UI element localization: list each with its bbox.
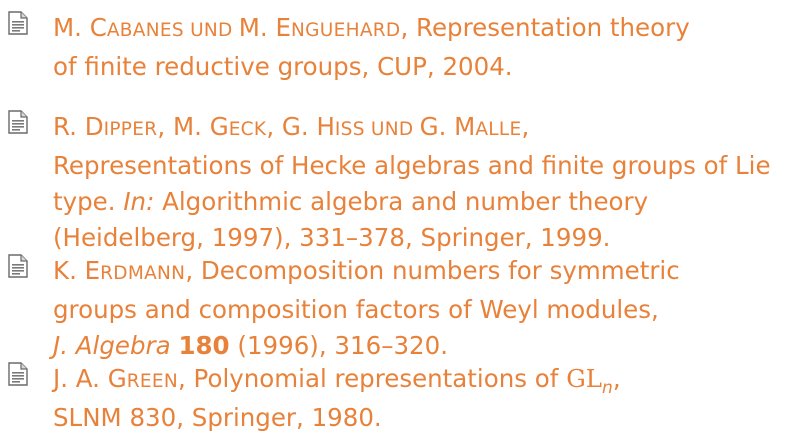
article-icon [8,110,28,134]
bib-line: groups and composition factors of Weyl m… [53,295,659,324]
bib-line: K. ERDMANN, Decomposition numbers for sy… [53,256,680,285]
bib-line: of finite reductive groups, CUP, 2004. [53,52,513,81]
bib-line: type. In: Algorithmic algebra and number… [53,187,649,216]
bib-entry-text: R. DIPPER, M. GECK, G. HISS UND G. MALLE… [53,109,808,256]
gl-symbol: GL [566,364,603,393]
volume-number: 180 [178,331,230,360]
article-icon [8,254,28,278]
bib-line: (Heidelberg, 1997), 331–378, Springer, 1… [53,223,611,252]
bib-line: J. A. GREEN, Polynomial representations … [53,364,621,398]
author-name: J. A. GREEN [53,364,178,393]
author-name: R. DIPPER, M. GECK, G. HISS UND G. MALLE [53,112,522,141]
bib-line: R. DIPPER, M. GECK, G. HISS UND G. MALLE… [53,112,530,141]
bib-line: SLNM 830, Springer, 1980. [53,403,382,432]
article-icon [8,362,28,386]
bib-entry-text: K. ERDMANN, Decomposition numbers for sy… [53,253,808,364]
bib-entry-text: M. CABANES UND M. ENGUEHARD, Representat… [53,10,808,85]
bib-line: J. Algebra 180 (1996), 316–320. [53,331,448,360]
article-icon [8,11,28,35]
bib-line: Representations of Hecke algebras and fi… [53,151,771,180]
bib-entry-text: J. A. GREEN, Polynomial representations … [53,361,808,436]
in-label: In: [123,187,155,216]
gl-subscript: n [602,378,613,398]
title-text: , Representation theory [400,13,690,42]
author-name: M. CABANES UND M. ENGUEHARD [53,13,401,42]
bib-line: M. CABANES UND M. ENGUEHARD, Representat… [53,10,808,49]
author-name: K. ERDMANN [53,256,186,285]
journal-name: J. Algebra [53,331,171,360]
